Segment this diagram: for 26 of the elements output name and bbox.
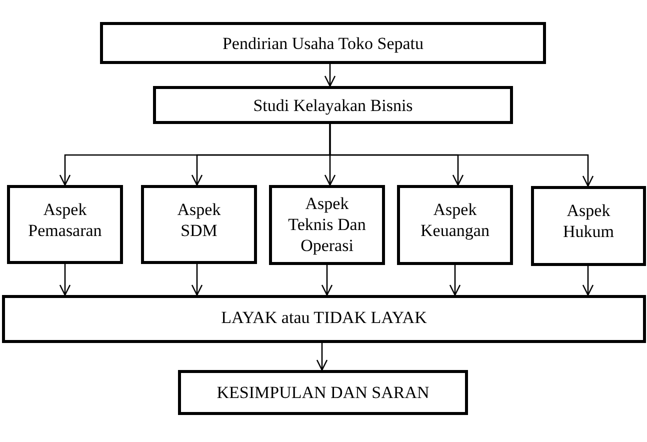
arrow	[329, 124, 594, 187]
box-label: KESIMPULAN DAN SARAN	[216, 382, 430, 403]
box-label: Aspek Keuangan	[420, 199, 490, 241]
box-label: Aspek Hukum	[562, 200, 615, 242]
process-box	[178, 370, 468, 415]
arrow	[449, 265, 461, 296]
box-label: Pendirian Usaha Toko Sepatu	[222, 32, 424, 54]
arrow	[324, 64, 336, 87]
box-label: Aspek Teknis Dan Operasi	[287, 192, 367, 256]
arrow	[59, 264, 71, 296]
process-box	[531, 186, 646, 266]
process-box	[153, 86, 513, 124]
process-box	[100, 22, 546, 64]
process-box	[7, 185, 123, 264]
box-label: Aspek SDM	[176, 198, 222, 240]
arrow	[321, 265, 333, 296]
process-box	[269, 185, 385, 265]
box-label: Aspek Pemasaran	[27, 198, 103, 240]
process-box	[141, 185, 257, 264]
process-box	[2, 295, 646, 343]
box-label: Studi Kelayakan Bisnis	[253, 94, 413, 116]
box-label: LAYAK atau TIDAK LAYAK	[221, 307, 427, 328]
arrow	[316, 343, 328, 371]
arrow	[191, 264, 203, 296]
arrow	[582, 266, 594, 296]
process-box	[397, 185, 513, 265]
